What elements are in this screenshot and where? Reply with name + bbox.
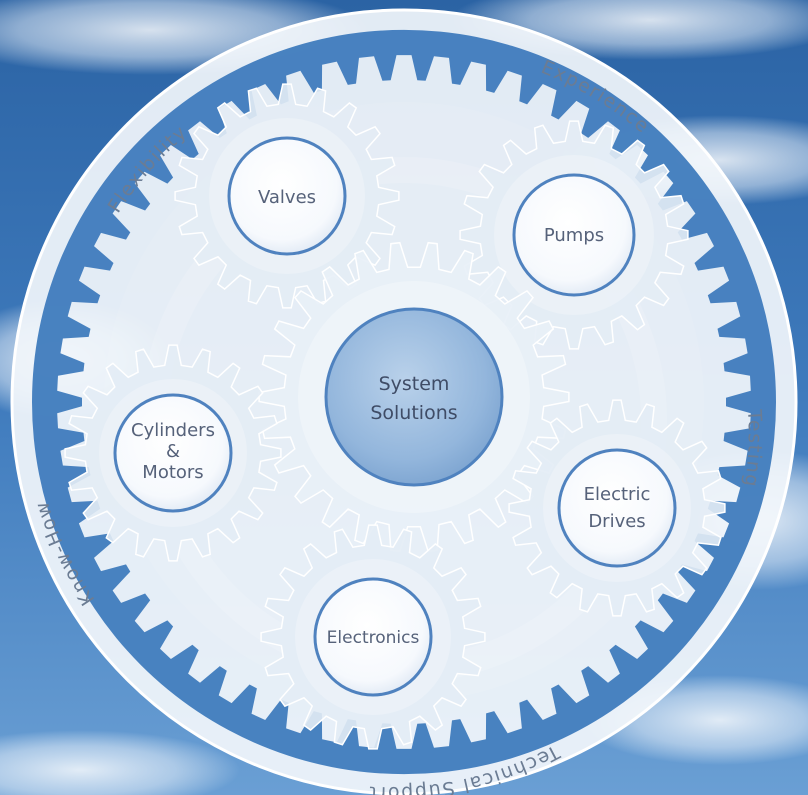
electric-drives-label-line2: Drives <box>588 511 645 532</box>
gear-system-solutions <box>258 241 570 553</box>
gear-electronics <box>260 524 486 750</box>
gear-electric-drives <box>508 399 726 617</box>
gear-cylinders-motors-hub <box>113 393 233 513</box>
gear-electric-drives-hub <box>557 448 677 568</box>
ring-label-testing: Testing <box>740 408 766 489</box>
electronics-label: Electronics <box>327 628 420 648</box>
cylinders-label-line2: & <box>166 441 180 462</box>
cylinders-label-line3: Motors <box>142 462 203 483</box>
gear-pumps-hub <box>512 173 636 297</box>
center-label-line1: System <box>379 373 450 395</box>
gear-system-solutions-hub <box>324 307 504 487</box>
cylinders-label-line1: Cylinders <box>131 420 215 441</box>
gears-group <box>64 83 726 750</box>
pumps-label: Pumps <box>544 225 604 246</box>
gear-labels: Valves Pumps Cylinders & Motors Electric… <box>131 187 650 648</box>
center-label-line2: Solutions <box>370 402 457 424</box>
gear-cylinders-motors <box>64 344 282 562</box>
gear-electronics-hub <box>313 577 433 697</box>
electric-drives-label-line1: Electric <box>584 484 651 505</box>
gear-valves <box>174 83 400 309</box>
gear-valves-hub <box>227 136 347 256</box>
valves-label: Valves <box>258 187 316 208</box>
gear-pumps <box>459 120 689 350</box>
